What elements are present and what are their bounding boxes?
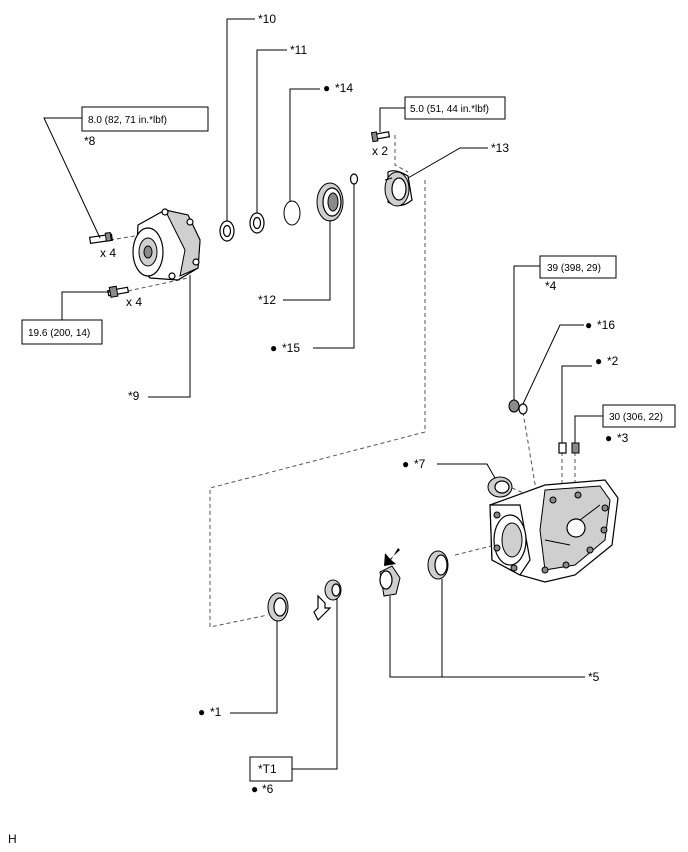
cover-13: [384, 170, 413, 207]
callout-16: *16: [597, 318, 615, 332]
washer-11: [249, 212, 265, 234]
bearing-12: [316, 182, 344, 222]
svg-text:19.6 (200, 14): 19.6 (200, 14): [28, 328, 90, 339]
leader-8: [43, 117, 101, 239]
callout-14: *14: [335, 81, 353, 95]
leader-9: [148, 275, 191, 398]
plug-3: [571, 442, 580, 454]
bearing-race-5: [427, 550, 449, 580]
alignment-dashed-short: [394, 135, 409, 173]
leader-5: [389, 596, 585, 678]
bullet-14: ●: [323, 81, 330, 95]
alignment-dashed-path: [209, 180, 426, 628]
bullet-15: ●: [270, 341, 277, 355]
qty-bolt: x 4: [126, 295, 142, 309]
oil-seal-7: [487, 476, 513, 498]
front-housing: [132, 208, 201, 281]
callout-9: *9: [128, 389, 140, 403]
differential-carrier: [489, 479, 619, 583]
tool-box-t1: *T1: [249, 756, 293, 782]
callout-6: *6: [262, 782, 274, 796]
callout-12: *12: [258, 293, 276, 307]
leader-13: [407, 147, 488, 179]
svg-text:39 (398, 29): 39 (398, 29): [547, 263, 601, 274]
bearing-5: [379, 548, 401, 597]
leader-2: [561, 365, 592, 443]
callout-7: *7: [414, 457, 426, 471]
spacer-arrow-icon: [313, 594, 332, 622]
bullet-7: ●: [402, 457, 409, 471]
washer-10: [219, 220, 235, 242]
leader-6: [292, 598, 338, 770]
leader-12: [283, 220, 331, 301]
leader-4: [513, 265, 540, 400]
callout-5: *5: [588, 670, 600, 684]
leader-3: [574, 415, 603, 443]
plug-2: [558, 442, 567, 454]
torque-box-19: 19.6 (200, 14): [21, 319, 103, 345]
leader-14: [289, 88, 320, 201]
bearing-arrow-icon: [384, 548, 400, 566]
cover-bolt: [370, 131, 391, 143]
svg-text:8.0 (82, 71 in.*lbf): 8.0 (82, 71 in.*lbf): [88, 115, 167, 126]
qty-stud: x 4: [100, 246, 116, 260]
bullet-6: ●: [251, 782, 258, 796]
leader-7: [437, 463, 496, 479]
svg-text:*T1: *T1: [258, 762, 277, 776]
leader-10: [226, 18, 255, 221]
torque-box-8: 8.0 (82, 71 in.*lbf): [81, 106, 209, 132]
callout-4: *4: [545, 279, 557, 293]
bullet-3: ●: [605, 431, 612, 445]
svg-text:30 (306, 22): 30 (306, 22): [609, 412, 663, 423]
qty-small-bolt: x 2: [372, 144, 388, 158]
alignment-dashed-plug-a: [522, 411, 537, 491]
snap-ring-14: [283, 200, 301, 226]
callout-1: *1: [210, 705, 222, 719]
stud-bolt: [89, 231, 113, 245]
o-ring-15: [349, 173, 359, 185]
callout-13: *13: [491, 141, 509, 155]
leader-1: [230, 621, 278, 714]
leader-bolt-19: [61, 291, 110, 320]
corner-code: H: [8, 832, 17, 846]
svg-text:5.0 (51, 44 in.*lbf): 5.0 (51, 44 in.*lbf): [410, 104, 489, 115]
callout-15: *15: [282, 341, 300, 355]
leader-15: [313, 184, 355, 349]
callout-3: *3: [617, 431, 629, 445]
bullet-2: ●: [595, 354, 602, 368]
bullet-16: ●: [585, 318, 592, 332]
callout-8: *8: [84, 134, 96, 148]
bullet-1: ●: [198, 705, 205, 719]
callout-11: *11: [290, 43, 307, 57]
housing-bolt: [107, 285, 130, 298]
leader-cover-bolt: [379, 107, 405, 132]
spacer-6: [313, 579, 342, 622]
torque-box-30: 30 (306, 22): [602, 404, 676, 428]
alignment-dashed-stud: [109, 235, 136, 241]
gasket-16: [518, 403, 528, 415]
torque-box-5: 5.0 (51, 44 in.*lbf): [404, 96, 506, 120]
plug-4: [508, 399, 520, 413]
leader-11: [256, 49, 287, 213]
leader-16: [522, 324, 584, 405]
callout-2: *2: [607, 354, 619, 368]
callout-10: *10: [258, 12, 276, 26]
alignment-dashed-race: [454, 544, 496, 556]
torque-box-39: 39 (398, 29): [539, 255, 617, 279]
oil-seal-1: [267, 592, 289, 622]
